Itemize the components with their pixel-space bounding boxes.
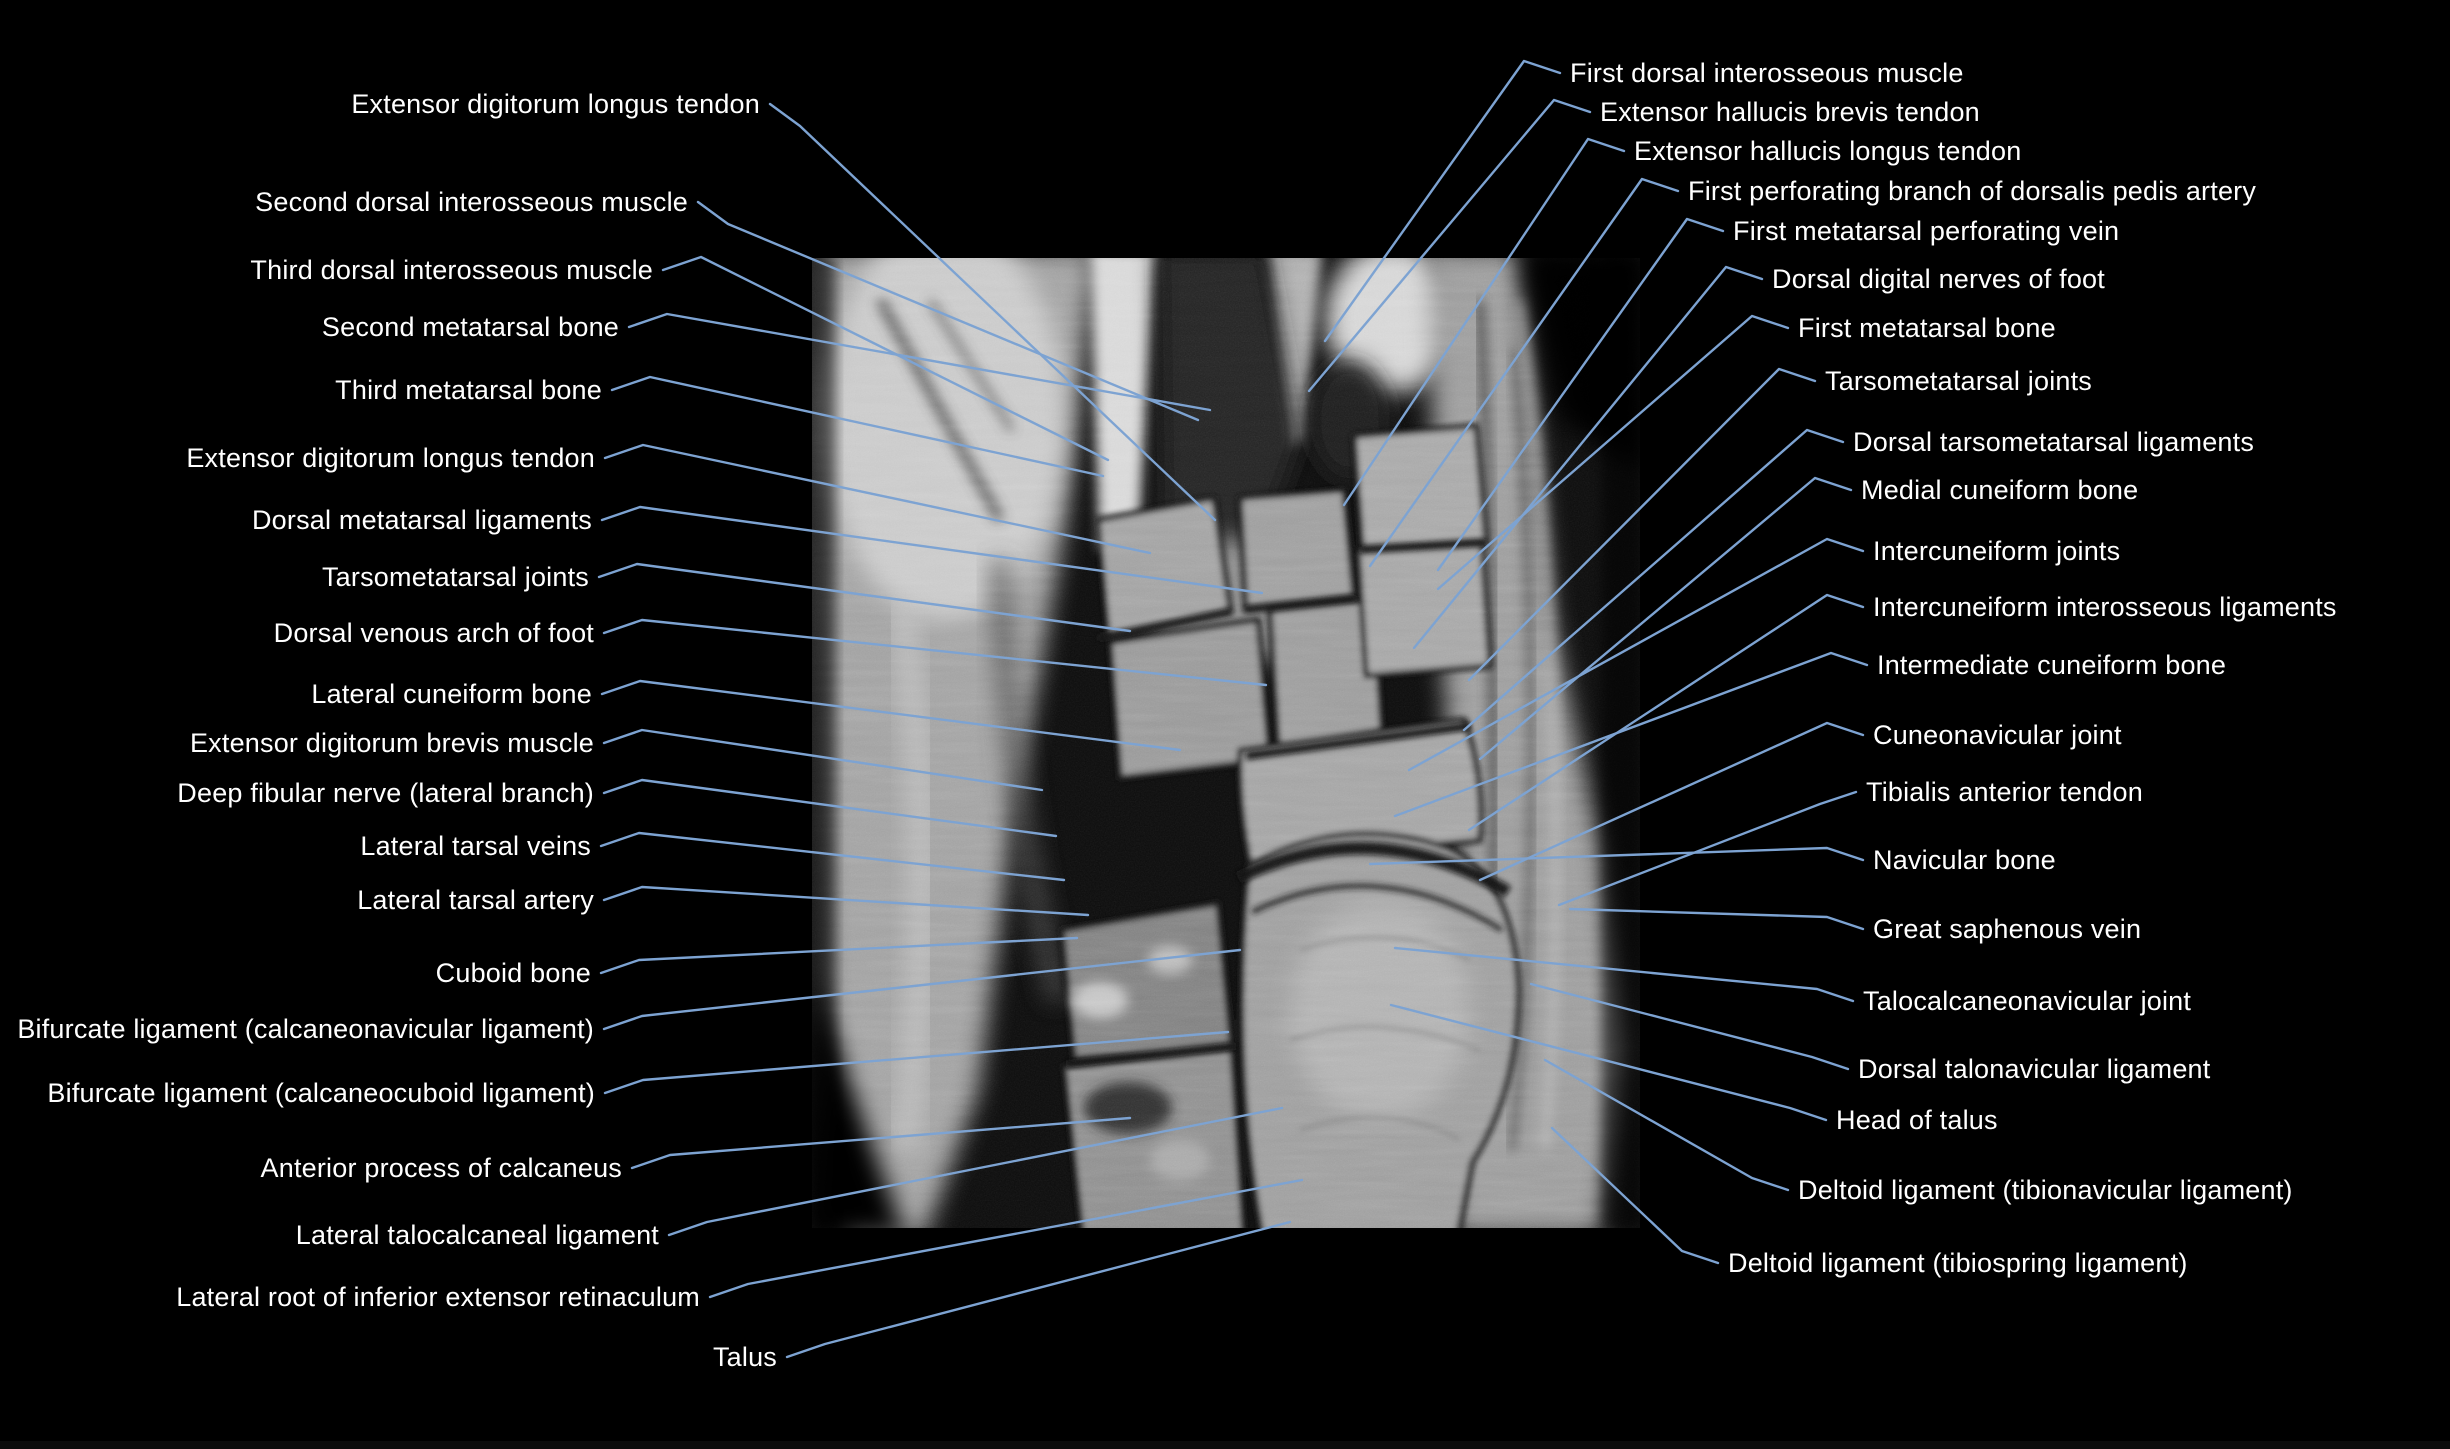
label-first-dorsal-interosseous: First dorsal interosseous muscle xyxy=(1570,58,1964,88)
label-lateral-tarsal-veins: Lateral tarsal veins xyxy=(360,831,591,861)
leader-line xyxy=(1478,721,1865,882)
label-ehb-tendon: Extensor hallucis brevis tendon xyxy=(1600,97,1980,127)
leader-line xyxy=(603,443,1152,555)
leader-line xyxy=(1436,314,1790,591)
label-dorsal-digital-nerves: Dorsal digital nerves of foot xyxy=(1772,264,2105,294)
leader-line xyxy=(785,1220,1292,1359)
leader-line xyxy=(602,948,1242,1031)
label-deltoid-tibionavicular: Deltoid ligament (tibionavicular ligamen… xyxy=(1798,1175,2293,1205)
leader-line xyxy=(630,1116,1132,1170)
leader-line xyxy=(600,679,1182,752)
label-edb-muscle: Extensor digitorum brevis muscle xyxy=(189,728,594,758)
label-head-of-talus: Head of talus xyxy=(1836,1105,1998,1135)
mri-image xyxy=(812,258,1640,1228)
leader-line xyxy=(610,375,1105,478)
label-anterior-process-calcaneus: Anterior process of calcaneus xyxy=(260,1153,622,1183)
leader-line xyxy=(667,1106,1284,1237)
leader-line xyxy=(696,200,1200,422)
label-lateral-talocalcaneal-ligament: Lateral talocalcaneal ligament xyxy=(295,1220,659,1250)
leader-line xyxy=(603,1030,1230,1095)
label-dorsal-metatarsal-ligaments: Dorsal metatarsal ligaments xyxy=(251,505,592,535)
leader-line xyxy=(1550,1126,1720,1265)
leader-line xyxy=(661,255,1110,462)
leader-line xyxy=(1436,217,1725,572)
leader-line xyxy=(599,831,1066,882)
label-lateral-root-retinaculum: Lateral root of inferior extensor retina… xyxy=(176,1282,700,1312)
leader-line xyxy=(1389,1003,1828,1122)
label-first-perforating-branch: First perforating branch of dorsalis ped… xyxy=(1688,176,2257,206)
leader-lines xyxy=(597,59,1869,1359)
label-deep-fibular-nerve: Deep fibular nerve (lateral branch) xyxy=(177,778,594,808)
label-edl-tendon-1: Extensor digitorum longus tendon xyxy=(351,89,760,119)
label-tarsometatarsal-joints-left: Tarsometatarsal joints xyxy=(321,562,589,592)
leader-line xyxy=(600,505,1264,595)
leader-line xyxy=(1307,98,1592,393)
label-first-metatarsal-perforating-vein: First metatarsal perforating vein xyxy=(1733,216,2120,246)
leader-line xyxy=(768,102,1217,522)
bottom-strip xyxy=(0,1441,2450,1449)
label-talus: Talus xyxy=(712,1342,777,1372)
leader-line xyxy=(1393,651,1869,818)
label-dorsal-tmt-ligaments: Dorsal tarsometatarsal ligaments xyxy=(1853,427,2255,457)
leader-line xyxy=(602,778,1058,838)
label-intercuneiform-ligaments: Intercuneiform interosseous ligaments xyxy=(1873,592,2337,622)
label-navicular: Navicular bone xyxy=(1873,845,2056,875)
label-deltoid-tibiospring: Deltoid ligament (tibiospring ligament) xyxy=(1728,1248,2188,1278)
leader-line xyxy=(1467,593,1865,832)
leader-line xyxy=(1568,907,1865,931)
label-bifurcate-calcaneocuboid: Bifurcate ligament (calcaneocuboid ligam… xyxy=(47,1078,595,1108)
label-medial-cuneiform: Medial cuneiform bone xyxy=(1861,475,2139,505)
label-dorsal-talonavicular-ligament: Dorsal talonavicular ligament xyxy=(1858,1054,2211,1084)
label-bifurcate-calcaneonavicular: Bifurcate ligament (calcaneonavicular li… xyxy=(17,1014,594,1044)
leader-line xyxy=(602,728,1044,792)
label-lateral-tarsal-artery: Lateral tarsal artery xyxy=(357,885,594,915)
leader-line xyxy=(1557,790,1858,907)
leader-line xyxy=(1342,137,1626,507)
leader-line xyxy=(1393,946,1855,1003)
leader-line xyxy=(1462,428,1845,732)
label-tarsometatarsal-joints-right: Tarsometatarsal joints xyxy=(1825,366,2093,396)
leader-line xyxy=(1323,59,1562,343)
leader-line xyxy=(1467,367,1817,682)
label-second-dorsal-interosseous: Second dorsal interosseous muscle xyxy=(255,187,688,217)
leader-line xyxy=(1407,537,1865,772)
label-second-metatarsal: Second metatarsal bone xyxy=(321,312,619,342)
label-cuboid: Cuboid bone xyxy=(435,958,591,988)
label-third-dorsal-interosseous: Third dorsal interosseous muscle xyxy=(250,255,653,285)
label-intermediate-cuneiform: Intermediate cuneiform bone xyxy=(1877,650,2227,680)
label-ehl-tendon: Extensor hallucis longus tendon xyxy=(1634,136,2022,166)
leader-line xyxy=(1368,846,1865,866)
leader-line xyxy=(1543,1058,1790,1192)
label-third-metatarsal: Third metatarsal bone xyxy=(335,375,602,405)
leader-line xyxy=(602,618,1268,687)
label-intercuneiform-joints: Intercuneiform joints xyxy=(1873,536,2121,566)
label-first-metatarsal: First metatarsal bone xyxy=(1798,313,2056,343)
leader-line xyxy=(1478,476,1853,761)
leader-line xyxy=(597,562,1132,633)
leader-line xyxy=(1368,177,1680,568)
leader-line xyxy=(602,885,1090,917)
leader-line xyxy=(708,1178,1304,1299)
label-cuneonavicular-joint: Cuneonavicular joint xyxy=(1873,720,2122,750)
label-edl-tendon-2: Extensor digitorum longus tendon xyxy=(186,443,595,473)
leader-line xyxy=(599,936,1079,975)
leader-line xyxy=(1529,982,1850,1071)
leader-line xyxy=(627,312,1212,412)
label-tibialis-anterior-tendon: Tibialis anterior tendon xyxy=(1866,777,2143,807)
label-talocalcaneonavicular-joint: Talocalcaneonavicular joint xyxy=(1863,986,2192,1016)
label-dorsal-venous-arch: Dorsal venous arch of foot xyxy=(273,618,594,648)
label-lateral-cuneiform: Lateral cuneiform bone xyxy=(311,679,592,709)
label-great-saphenous-vein: Great saphenous vein xyxy=(1873,914,2142,944)
